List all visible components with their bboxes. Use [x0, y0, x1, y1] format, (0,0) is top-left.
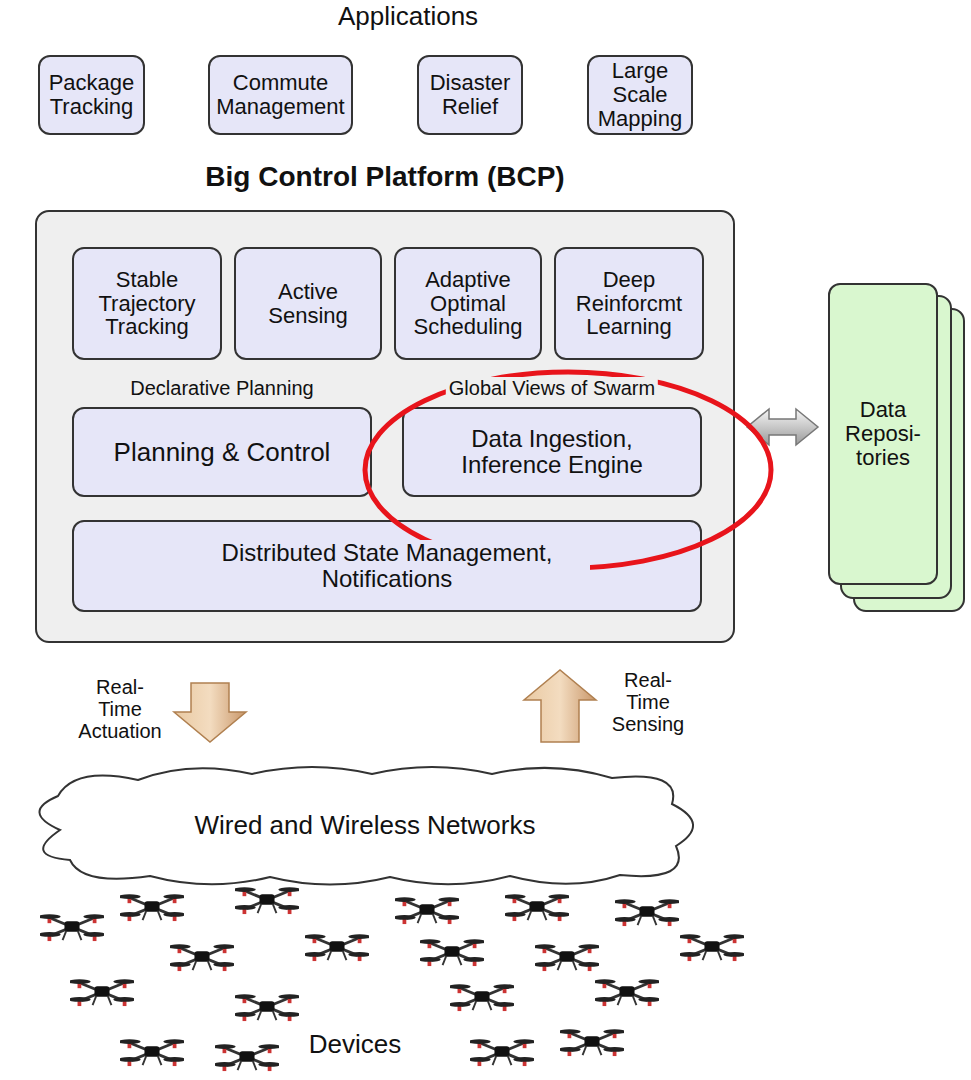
box-label: Commute Management	[214, 71, 347, 119]
repository-box: Data Reposi- tories	[828, 283, 938, 585]
box-label: Wired and Wireless Networks	[195, 811, 536, 839]
box-label: Active Sensing	[242, 280, 374, 328]
box-label: Large Scale Mapping	[593, 59, 687, 130]
box-label: Data Ingestion, Inference Engine	[434, 426, 670, 478]
application-box: Disaster Relief	[417, 55, 523, 135]
section-heading: Declarative Planning	[127, 377, 316, 399]
section-heading: Global Views of Swarm	[446, 377, 658, 399]
block-arrow	[174, 683, 246, 742]
module-box: Adaptive Optimal Scheduling	[394, 247, 542, 360]
edge-label: Real-Time Sensing	[604, 669, 692, 735]
box-label: Disaster Relief	[423, 71, 517, 119]
edge-label: Real-Time Actuation	[76, 676, 164, 742]
module-box: Deep Reinforcmt Learning	[554, 247, 704, 360]
devices-label: Devices	[306, 1030, 404, 1059]
box-label: Package Tracking	[44, 71, 139, 119]
group-heading: Applications	[335, 2, 481, 31]
application-box: Package Tracking	[38, 55, 145, 135]
block-arrow	[747, 409, 818, 445]
block-arrow	[524, 670, 596, 742]
network-cloud: Wired and Wireless Networks	[20, 760, 710, 890]
box-label: Adaptive Optimal Scheduling	[402, 268, 534, 339]
module-box: Active Sensing	[234, 247, 382, 360]
box-label: Distributed State Management, Notificati…	[184, 540, 590, 592]
section-heading: Big Control Platform (BCP)	[202, 162, 567, 193]
box-label: Planning & Control	[114, 438, 331, 466]
box-label: Stable Trajectory Tracking	[80, 268, 214, 339]
module-box: Global Views of SwarmData Ingestion, Inf…	[402, 407, 702, 497]
module-box: Stable Trajectory Tracking	[72, 247, 222, 360]
application-box: Commute Management	[208, 55, 353, 135]
box-label: Deep Reinforcmt Learning	[562, 268, 696, 339]
application-box: Large Scale Mapping	[587, 55, 693, 135]
box-label: Data Reposi- tories	[840, 398, 926, 469]
module-box: Declarative PlanningPlanning & Control	[72, 407, 372, 497]
drone-swarm	[38, 887, 746, 1071]
